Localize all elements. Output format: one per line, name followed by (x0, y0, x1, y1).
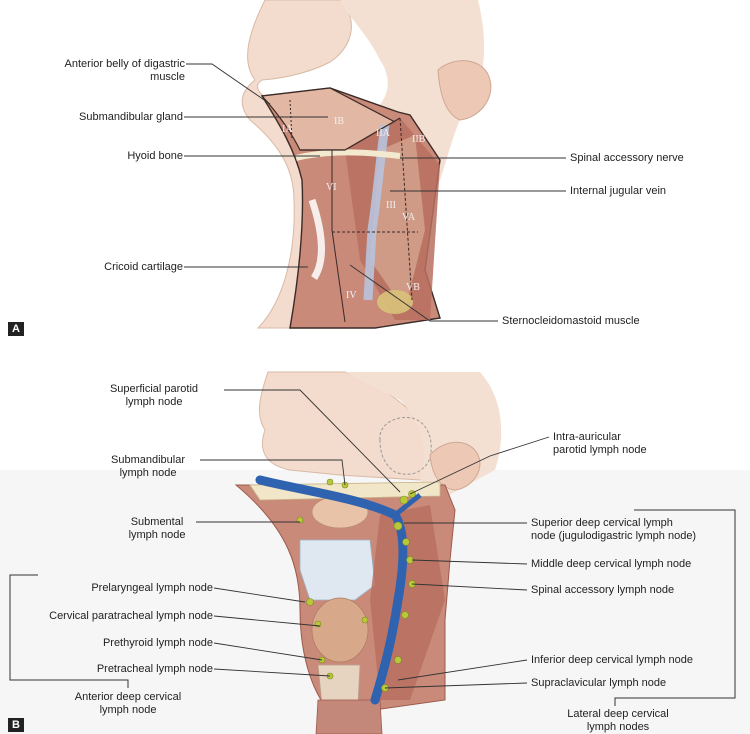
label-submandibular-gland: Submandibular gland (79, 111, 183, 123)
label-prelaryngeal-node: Prelaryngeal lymph node (91, 582, 213, 594)
label-prethyroid-node: Prethyroid lymph node (102, 637, 213, 649)
panel-b-tag: B (8, 718, 24, 732)
region-vi: VI (326, 182, 337, 193)
label-spinal-accessory-node: Spinal accessory lymph node (531, 584, 675, 596)
panel-a-artwork (184, 0, 566, 329)
label-submental-node: Submental lymph node (128, 516, 186, 541)
region-ia: IA (282, 124, 293, 135)
label-anterior-deep-cervical: Anterior deep cervical lymph node (74, 691, 182, 716)
label-superior-deep-cervical: Superior deep cervical lymph node (jugul… (531, 517, 697, 542)
panel-b-artwork (0, 371, 750, 734)
region-iia: IIA (376, 128, 390, 139)
label-lateral-deep-cervical: Lateral deep cervical lymph nodes (567, 708, 669, 733)
label-internal-jugular-vein: Internal jugular vein (570, 185, 667, 197)
panel-a-tag: A (8, 322, 24, 336)
region-iv: IV (346, 290, 357, 301)
region-va: VA (402, 212, 416, 223)
label-submandibular-node: Submandibular lymph node (111, 454, 185, 479)
label-sternocleidomastoid: Sternocleidomastoid muscle (502, 315, 640, 327)
label-anterior-belly-digastric: Anterior belly of digastric muscle (64, 58, 185, 83)
label-cricoid-cartilage: Cricoid cartilage (104, 261, 183, 273)
label-inferior-deep-cervical: Inferior deep cervical lymph node (531, 654, 694, 666)
label-hyoid-bone: Hyoid bone (127, 150, 183, 162)
label-intra-auricular-node: Intra-auricular parotid lymph node (553, 431, 647, 456)
region-vb: VB (406, 282, 420, 293)
label-pretracheal-node: Pretracheal lymph node (96, 663, 213, 675)
region-iib: IIB (412, 134, 426, 145)
label-supraclavicular-node: Supraclavicular lymph node (531, 677, 667, 689)
region-iii: III (386, 200, 396, 211)
label-cervical-paratracheal-node: Cervical paratracheal lymph node (49, 610, 213, 622)
region-ib: IB (334, 116, 344, 127)
label-middle-deep-cervical: Middle deep cervical lymph node (531, 558, 692, 570)
label-superficial-parotid: Superficial parotid lymph node (109, 383, 199, 408)
label-spinal-accessory-nerve: Spinal accessory nerve (570, 152, 684, 164)
